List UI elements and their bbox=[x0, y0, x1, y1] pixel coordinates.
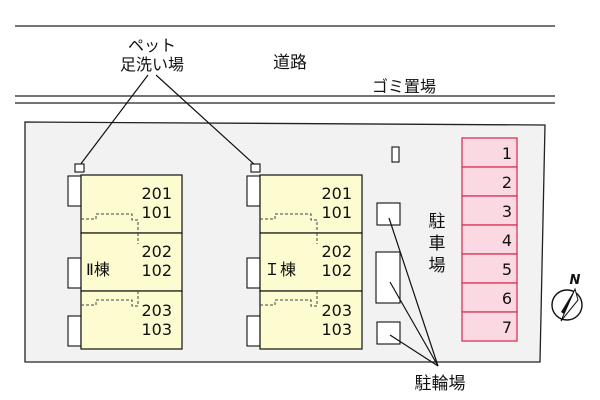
building-2-name: Ⅱ棟 bbox=[86, 260, 110, 279]
north-compass-icon: N bbox=[551, 273, 583, 322]
pet-wash-station-left bbox=[74, 163, 85, 173]
pet-wash-station-right bbox=[250, 163, 261, 173]
building-1-unit-2 bbox=[259, 232, 363, 292]
pet-wash-leader-right bbox=[155, 74, 256, 166]
bicycle-leader-3 bbox=[389, 334, 439, 367]
unit-number: 101 bbox=[141, 203, 172, 222]
unit-number: 201 bbox=[141, 184, 172, 203]
building-1-balcony-3 bbox=[246, 315, 261, 347]
unit-number: 101 bbox=[321, 203, 352, 222]
building-1-balcony-1 bbox=[246, 175, 261, 207]
road-label: 道路 bbox=[273, 53, 307, 73]
unit-number: 103 bbox=[141, 320, 172, 339]
pet-wash-label-line2: 足洗い場 bbox=[120, 55, 184, 74]
parking-space-number: 7 bbox=[502, 318, 512, 337]
north-label: N bbox=[570, 273, 581, 288]
building-1-balcony-2 bbox=[246, 257, 261, 289]
building-2-balcony-1 bbox=[67, 175, 82, 207]
bicycle-parking-label: 駐輪場 bbox=[415, 374, 466, 394]
unit-number: 103 bbox=[321, 320, 352, 339]
parking-space bbox=[461, 137, 518, 168]
parking-label-char-1: 駐 bbox=[429, 212, 446, 232]
parking-label-char-3: 場 bbox=[429, 256, 446, 276]
unit-number: 102 bbox=[321, 261, 352, 280]
unit-number: 102 bbox=[141, 261, 172, 280]
pet-wash-label-line1: ペット bbox=[128, 36, 176, 55]
bicycle-rack-3 bbox=[376, 321, 401, 345]
unit-number: 202 bbox=[321, 242, 352, 261]
building-2-interior-wall-3 bbox=[81, 291, 139, 307]
building-2-balcony-2 bbox=[67, 257, 82, 289]
unit-number: 202 bbox=[141, 242, 172, 261]
unit-number: 203 bbox=[321, 301, 352, 320]
parking-space-number: 3 bbox=[502, 202, 512, 221]
building-1: 201 101 202 102 203 103 Ｉ棟 bbox=[246, 174, 363, 350]
parking-space bbox=[461, 311, 518, 342]
parking-space-number: 2 bbox=[502, 173, 512, 192]
bicycle-rack-2 bbox=[375, 251, 401, 304]
building-2: 201 101 202 102 203 103 Ⅱ棟 bbox=[67, 174, 183, 350]
building-2-unit-1 bbox=[80, 174, 183, 234]
building-1-name: Ｉ棟 bbox=[264, 260, 296, 279]
parking-space-number: 5 bbox=[502, 260, 512, 279]
bicycle-leader-1 bbox=[388, 217, 439, 367]
parking-space bbox=[461, 224, 518, 255]
parking-space-number: 1 bbox=[502, 144, 512, 163]
parking-space bbox=[461, 195, 518, 226]
parking-space-number: 4 bbox=[502, 231, 512, 250]
unit-number: 201 bbox=[321, 184, 352, 203]
building-1-interior-wall-3 bbox=[260, 291, 318, 307]
bicycle-rack-1 bbox=[376, 202, 401, 226]
garbage-label: ゴミ置場 bbox=[372, 77, 436, 96]
building-2-unit-2 bbox=[80, 232, 183, 292]
bicycle-leader-2 bbox=[389, 281, 439, 367]
parking-space-number: 6 bbox=[502, 289, 512, 308]
building-1-unit-1 bbox=[259, 174, 363, 234]
parking-space bbox=[461, 282, 518, 313]
building-1-interior-wall-1 bbox=[260, 213, 318, 233]
parking-lot: 1 2 3 4 5 6 7 bbox=[461, 137, 518, 342]
parking-space bbox=[461, 253, 518, 284]
building-2-interior-wall-1 bbox=[81, 213, 139, 233]
building-2-balcony-3 bbox=[67, 315, 82, 347]
unit-number: 203 bbox=[141, 301, 172, 320]
pet-wash-leader-left bbox=[79, 74, 149, 166]
parking-label-char-2: 車 bbox=[429, 234, 446, 254]
garbage-area bbox=[391, 146, 400, 163]
